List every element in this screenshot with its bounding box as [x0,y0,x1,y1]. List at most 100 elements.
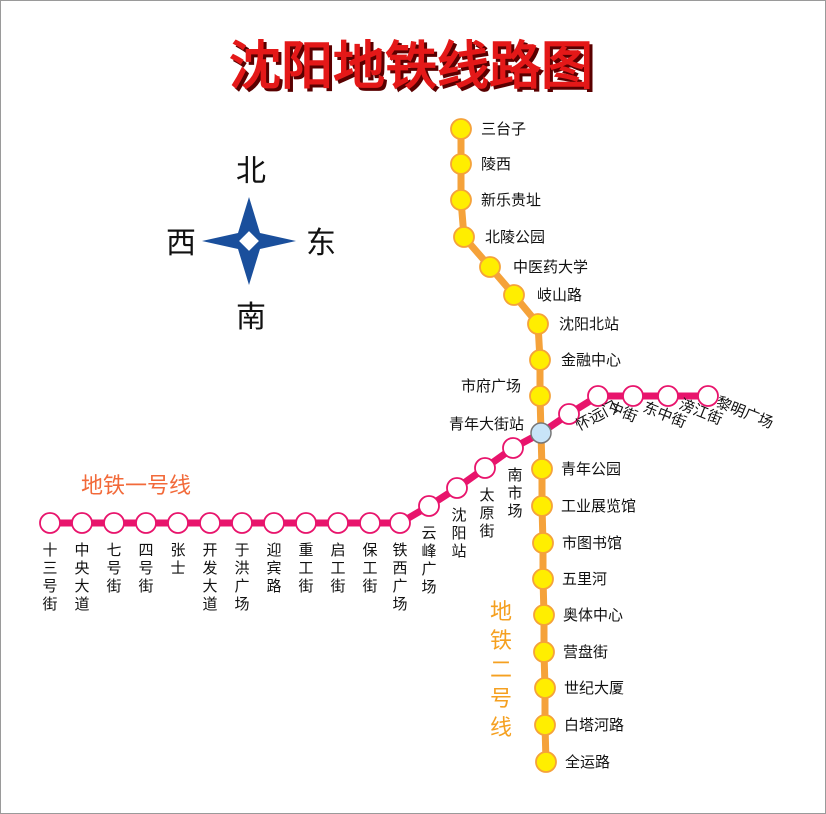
line2-station-dot[interactable] [534,677,556,699]
line2-station-dot[interactable] [533,641,555,663]
station-label: 市图书馆 [562,534,622,552]
station-label: 黎明广场 [714,393,776,432]
station-label-char: 张 [170,541,185,559]
station-label-char: 发 [202,559,217,577]
station-label-char: 站 [451,542,466,560]
line2-station-dot[interactable] [532,532,554,554]
line2-station-dot[interactable] [479,256,501,278]
map-title-shadow: 沈阳地铁线路图 [232,39,596,100]
compass-north: 北 [236,154,266,189]
line2-station-dot[interactable] [531,495,553,517]
line1-station-dot[interactable] [359,512,381,534]
station-label-char: 铁 [392,541,407,559]
line1-station-dot[interactable] [389,512,411,534]
station-label-char: 保 [362,541,377,559]
station-label-char: 道 [202,595,217,613]
line2-station-dot[interactable] [532,568,554,590]
station-label: 世纪大厦 [564,679,624,697]
line1-station-dot[interactable] [622,385,644,407]
compass-east: 东 [306,226,336,261]
station-labels: 十三号街中央大道七号街四号街张士开发大道于洪广场迎宾路重工街启工街保工街铁西广场… [42,120,775,771]
line1-station-dot[interactable] [39,512,61,534]
station-label-char: 场 [234,595,249,613]
line2-name-char: 铁 [490,629,512,654]
line1-station-dot[interactable] [263,512,285,534]
line1-station-dot[interactable] [295,512,317,534]
line1-station-dot[interactable] [558,403,580,425]
line2-station-dot[interactable] [453,226,475,248]
line1-station-dot[interactable] [103,512,125,534]
station-label: 四号街 [138,541,153,595]
line2-station-dot[interactable] [529,349,551,371]
station-label-char: 大 [202,577,217,595]
station-label-char: 工 [330,559,345,577]
line2-station-dot[interactable] [450,153,472,175]
station-label-char: 场 [507,502,522,520]
line2-name-char: 号 [490,687,512,712]
station-label: 中医药大学 [513,258,588,276]
station-label-char: 启 [330,541,345,559]
compass-south: 南 [236,300,266,335]
line2-station-dot[interactable] [535,751,557,773]
line2-station-dot[interactable] [527,313,549,335]
station-label-char: 工 [298,559,313,577]
station-label: 南市场 [507,466,522,520]
line1-station-dot[interactable] [657,385,679,407]
station-label-char: 洪 [234,559,249,577]
line1-route [50,392,708,527]
station-label: 张士 [170,541,185,577]
station-label-char: 号 [106,559,121,577]
station-label-char: 街 [138,577,153,595]
line2-station-dot[interactable] [529,385,551,407]
line2-station-dot[interactable] [534,714,556,736]
station-label-char: 街 [106,577,121,595]
station-label: 青年大街站 [449,415,524,433]
station-label: 市府广场 [461,377,521,395]
line2-station-dot[interactable] [503,284,525,306]
line1-station-dot[interactable] [697,385,719,407]
station-label-char: 宾 [266,559,281,577]
transfer-station-marker[interactable] [530,422,552,444]
station-label-char: 开 [202,541,217,559]
station-label: 保工街 [362,541,377,595]
station-label: 新乐贵址 [481,191,541,209]
station-label-char: 于 [234,541,249,559]
line1-station-dot[interactable] [502,437,524,459]
line1-station-dot[interactable] [418,495,440,517]
station-label-char: 广 [392,577,407,595]
line1-station-dot[interactable] [446,477,468,499]
line2-station-dot[interactable] [533,604,555,626]
line1-station-dot[interactable] [199,512,221,534]
station-label-char: 三 [42,559,57,577]
station-label: 岐山路 [537,286,582,304]
station-label: 太原街 [479,486,494,540]
station-label-char: 阳 [451,524,466,542]
station-label: 重工街 [298,541,313,595]
station-label: 十三号街 [42,541,57,613]
line2-name-char: 地 [490,600,512,625]
line1-station-dot[interactable] [167,512,189,534]
line1-station-dot[interactable] [231,512,253,534]
line1-station-dot[interactable] [474,457,496,479]
station-label-char: 沈 [451,506,466,524]
station-label: 五里河 [562,570,607,588]
station-label-char: 七 [106,541,121,559]
station-label-char: 大 [74,577,89,595]
line1-stations [39,385,719,534]
line1-station-dot[interactable] [587,385,609,407]
compass-west: 西 [166,226,196,261]
station-label-char: 央 [74,559,89,577]
station-label: 奥体中心 [563,606,623,624]
line1-station-dot[interactable] [327,512,349,534]
station-label: 青年公园 [561,460,621,478]
line2-station-dot[interactable] [450,189,472,211]
line2-station-dot[interactable] [450,118,472,140]
station-label: 中央大道 [74,541,89,613]
station-label-char: 太 [479,486,494,504]
line2-station-dot[interactable] [531,458,553,480]
line1-station-dot[interactable] [135,512,157,534]
station-label: 陵西 [481,155,511,173]
line1-station-dot[interactable] [71,512,93,534]
